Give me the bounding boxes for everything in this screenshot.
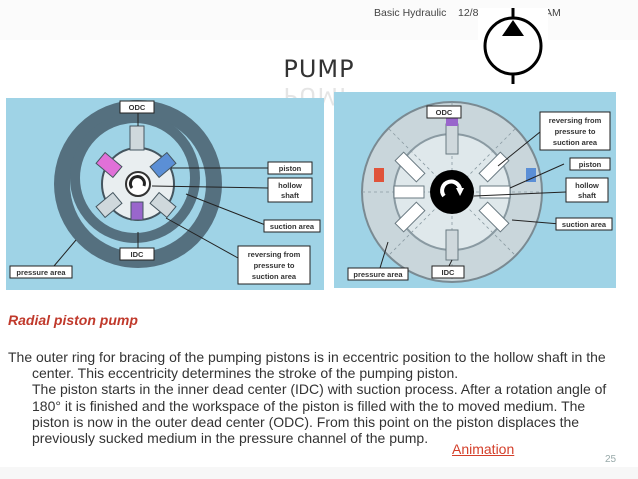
- piston-blue: [149, 151, 177, 179]
- label-reversing-3: suction area: [553, 138, 598, 147]
- label-reversing-1: reversing from: [248, 250, 301, 259]
- hydraulic-pump-symbol-icon: [478, 8, 548, 84]
- label-piston: piston: [279, 164, 302, 173]
- diagram-labels: ODC piston hollow shaft suction area IDC…: [9, 100, 321, 285]
- piston-pink: [95, 151, 123, 179]
- label-pressure-area: pressure area: [353, 270, 403, 279]
- label-reversing-2: pressure to: [555, 127, 596, 136]
- piston-red: [374, 168, 384, 182]
- section-heading: Radial piston pump: [8, 312, 138, 328]
- piston-purple: [130, 201, 144, 221]
- paragraph-2: The piston starts in the inner dead cent…: [32, 381, 607, 447]
- label-suction-area: suction area: [562, 220, 607, 229]
- hollow-shaft: [430, 170, 474, 214]
- radial-pump-diagram-right: ODC reversing from pressure to suction a…: [334, 92, 616, 288]
- header-course: Basic Hydraulic: [374, 7, 447, 19]
- label-pressure-area: pressure area: [16, 268, 66, 277]
- label-shaft: shaft: [578, 191, 596, 200]
- body-text: The outer ring for bracing of the pumpin…: [8, 349, 618, 446]
- slide-title: PUMP: [283, 55, 355, 83]
- label-hollow: hollow: [575, 181, 599, 190]
- piston-purple: [446, 116, 458, 126]
- piston-blue: [526, 168, 536, 182]
- piston-top: [129, 125, 145, 151]
- stroke-ring: [70, 113, 200, 243]
- label-suction-area: suction area: [270, 222, 315, 231]
- label-piston: piston: [579, 160, 602, 169]
- radial-pump-diagram-left: ODC piston hollow shaft suction area IDC…: [6, 98, 324, 290]
- label-shaft: shaft: [281, 191, 299, 200]
- label-reversing-3: suction area: [252, 272, 297, 281]
- bottom-band: [0, 467, 638, 479]
- page-number: 25: [605, 454, 617, 465]
- paragraph-1: The outer ring for bracing of the pumpin…: [8, 349, 606, 382]
- animation-link[interactable]: Animation: [452, 441, 515, 457]
- label-idc: IDC: [442, 268, 456, 277]
- label-reversing-2: pressure to: [254, 261, 295, 270]
- label-hollow: hollow: [278, 181, 302, 190]
- label-odc: ODC: [436, 108, 453, 117]
- diagram-labels: ODC reversing from pressure to suction a…: [347, 105, 613, 281]
- label-idc: IDC: [131, 250, 145, 259]
- label-reversing-1: reversing from: [549, 116, 602, 125]
- label-odc: ODC: [129, 103, 146, 112]
